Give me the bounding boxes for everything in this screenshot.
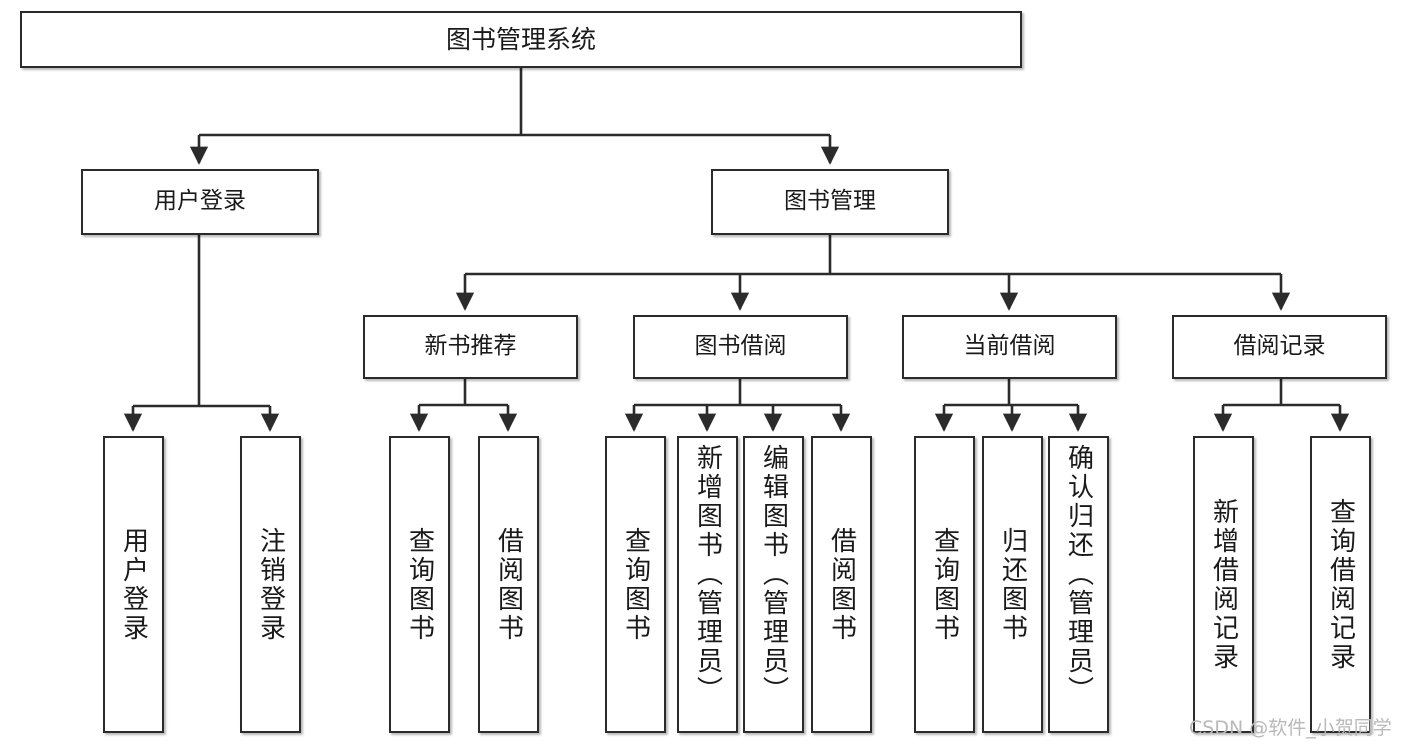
- node-leaf-user-login[interactable]: 用户登录: [103, 436, 164, 733]
- node-borrow-record-label: 借阅记录: [1233, 333, 1326, 360]
- node-leaf-query-book-2-label: 查询图书: [620, 526, 651, 643]
- node-leaf-confirm-return[interactable]: 确认归还（管理员）: [1048, 436, 1109, 733]
- node-leaf-add-record[interactable]: 新增借阅记录: [1193, 436, 1254, 733]
- node-leaf-add-book-label: 新增图书（管理员）: [692, 444, 723, 705]
- node-leaf-confirm-return-label: 确认归还（管理员）: [1063, 444, 1094, 705]
- node-leaf-query-book-1-label: 查询图书: [404, 526, 435, 643]
- node-leaf-logout[interactable]: 注销登录: [240, 436, 301, 733]
- node-leaf-add-book[interactable]: 新增图书（管理员）: [677, 436, 738, 733]
- csdn-watermark: CSDN @软件_小贺同学: [1189, 717, 1392, 739]
- node-book-borrow-label: 图书借阅: [694, 333, 787, 360]
- node-new-book-recommend-label: 新书推荐: [424, 333, 517, 360]
- node-book-manage[interactable]: 图书管理: [711, 169, 949, 235]
- node-leaf-query-book-3[interactable]: 查询图书: [914, 436, 975, 733]
- node-leaf-user-login-label: 用户登录: [118, 526, 149, 643]
- node-current-borrow-label: 当前借阅: [963, 333, 1056, 360]
- node-user-login-label: 用户登录: [154, 188, 246, 215]
- node-leaf-edit-book-label: 编辑图书（管理员）: [758, 444, 789, 705]
- node-leaf-query-record[interactable]: 查询借阅记录: [1310, 436, 1371, 733]
- node-leaf-borrow-book-2[interactable]: 借阅图书: [811, 436, 872, 733]
- node-leaf-borrow-book-2-label: 借阅图书: [826, 526, 857, 643]
- node-leaf-borrow-book-1-label: 借阅图书: [493, 526, 524, 643]
- node-leaf-logout-label: 注销登录: [255, 526, 286, 643]
- node-leaf-query-book-2[interactable]: 查询图书: [605, 436, 666, 733]
- node-book-manage-label: 图书管理: [784, 188, 876, 215]
- node-leaf-return-book-label: 归还图书: [997, 526, 1028, 643]
- node-leaf-add-record-label: 新增借阅记录: [1208, 497, 1239, 672]
- node-leaf-edit-book[interactable]: 编辑图书（管理员）: [743, 436, 804, 733]
- node-leaf-query-record-label: 查询借阅记录: [1325, 497, 1356, 672]
- node-root[interactable]: 图书管理系统: [20, 11, 1022, 68]
- node-user-login[interactable]: 用户登录: [81, 169, 319, 235]
- node-borrow-record[interactable]: 借阅记录: [1172, 315, 1387, 379]
- node-root-label: 图书管理系统: [445, 24, 596, 54]
- node-leaf-query-book-1[interactable]: 查询图书: [389, 436, 450, 733]
- node-leaf-query-book-3-label: 查询图书: [929, 526, 960, 643]
- node-book-borrow[interactable]: 图书借阅: [633, 315, 848, 379]
- node-leaf-borrow-book-1[interactable]: 借阅图书: [478, 436, 539, 733]
- node-new-book-recommend[interactable]: 新书推荐: [363, 315, 578, 379]
- node-current-borrow[interactable]: 当前借阅: [902, 315, 1117, 379]
- node-leaf-return-book[interactable]: 归还图书: [982, 436, 1043, 733]
